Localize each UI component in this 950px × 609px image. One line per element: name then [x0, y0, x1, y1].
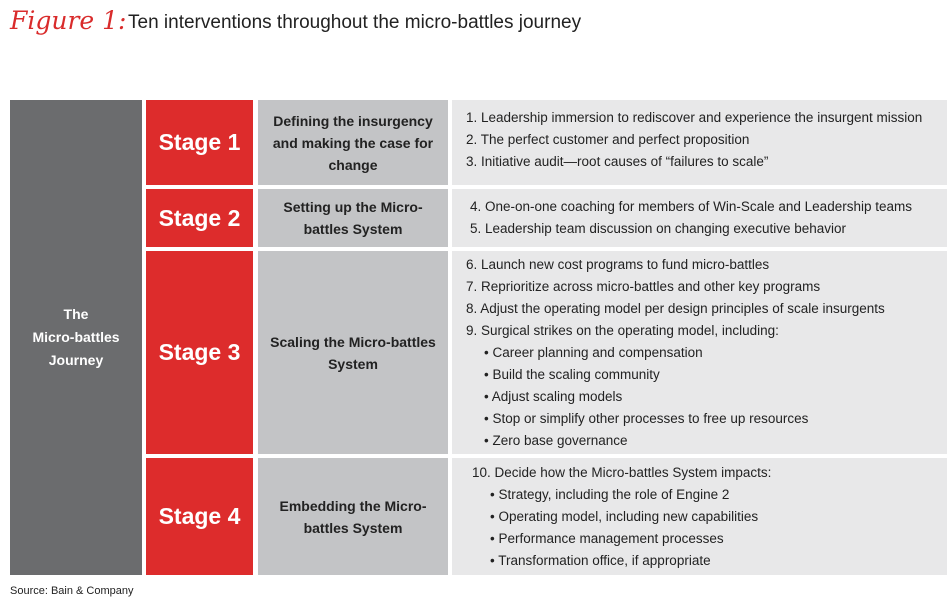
intervention-subitem: • Strategy, including the role of Engine…: [490, 487, 730, 502]
stage-1-phase-text: Defining the insurgency and making the c…: [272, 112, 434, 173]
stage-2-interventions: 4. One-on-one coaching for members of Wi…: [452, 189, 947, 247]
figure-label: Figure 1:: [10, 6, 127, 35]
stage-4-label: Stage 4: [146, 458, 253, 575]
stage-4-interventions: 10. Decide how the Micro-battles System …: [452, 458, 947, 575]
intervention-subitem: • Career planning and compensation: [484, 345, 703, 360]
intervention-subitem: • Zero base governance: [484, 433, 628, 448]
intervention-item: 3. Initiative audit—root causes of “fail…: [466, 154, 769, 169]
stage-2-label: Stage 2: [146, 189, 253, 247]
intervention-item: 6. Launch new cost programs to fund micr…: [466, 257, 770, 272]
journey-label-line: The: [63, 306, 89, 322]
journey-label: The Micro-battles Journey: [10, 100, 142, 575]
intervention-item: 9. Surgical strikes on the operating mod…: [466, 323, 779, 338]
stage-4-phase: Embedding the Micro-battles System: [258, 458, 448, 575]
intervention-item: 1. Leadership immersion to rediscover an…: [466, 110, 923, 125]
intervention-subitem: • Adjust scaling models: [484, 389, 623, 404]
intervention-item: 10. Decide how the Micro-battles System …: [472, 465, 772, 480]
intervention-subitem: • Operating model, including new capabil…: [490, 509, 759, 524]
source-note: Source: Bain & Company: [10, 585, 134, 597]
stage-3-phase-text: Scaling the Micro-battles System: [270, 333, 436, 372]
journey-label-line: Journey: [48, 352, 104, 368]
intervention-item: 2. The perfect customer and perfect prop…: [466, 132, 750, 147]
stage-1-phase: Defining the insurgency and making the c…: [258, 100, 448, 185]
intervention-subitem: • Transformation office, if appropriate: [490, 553, 711, 568]
intervention-item: 7. Reprioritize across micro-battles and…: [466, 279, 821, 294]
intervention-item: 8. Adjust the operating model per design…: [466, 301, 885, 316]
stage-1-interventions: 1. Leadership immersion to rediscover an…: [452, 100, 947, 185]
intervention-subitem: • Stop or simplify other processes to fr…: [484, 411, 809, 426]
intervention-subitem: • Build the scaling community: [484, 367, 660, 382]
stage-3-label: Stage 3: [146, 251, 253, 454]
stage-4-phase-text: Embedding the Micro-battles System: [279, 497, 427, 536]
stage-3-phase: Scaling the Micro-battles System: [258, 251, 448, 454]
intervention-subitem: • Performance management processes: [490, 531, 724, 546]
intervention-item: 4. One-on-one coaching for members of Wi…: [470, 199, 912, 214]
stage-2-phase-text: Setting up the Micro-battles System: [283, 199, 423, 237]
stage-3-interventions: 6. Launch new cost programs to fund micr…: [452, 251, 947, 454]
intervention-item: 5. Leadership team discussion on changin…: [470, 221, 846, 236]
journey-label-line: Micro-battles: [32, 329, 120, 345]
stage-2-phase: Setting up the Micro-battles System: [258, 189, 448, 247]
figure-title: Ten interventions throughout the micro-b…: [128, 12, 582, 33]
stage-1-label: Stage 1: [146, 100, 253, 185]
